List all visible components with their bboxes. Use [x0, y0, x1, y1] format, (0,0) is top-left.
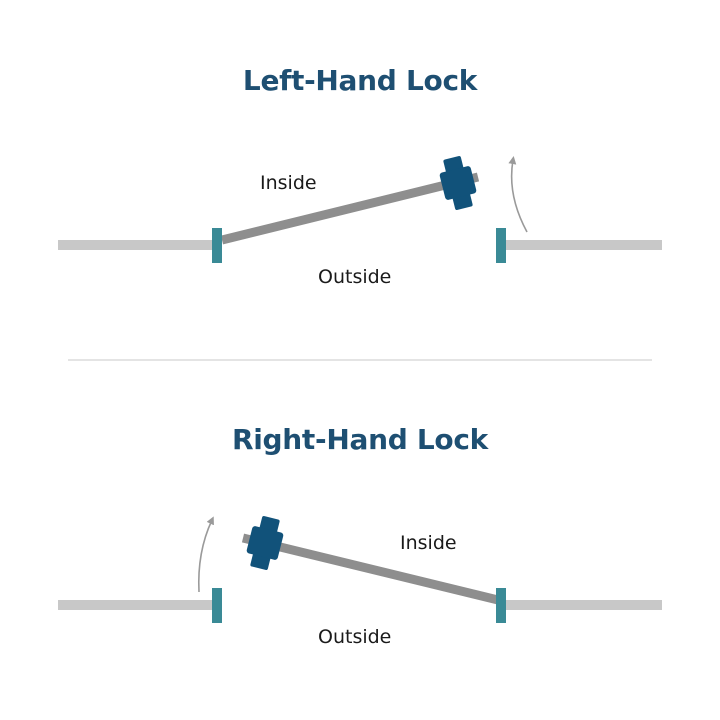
strike-frame	[496, 228, 506, 263]
right-wall-segment	[502, 600, 662, 610]
right-hand-diagram	[58, 516, 662, 623]
swing-arrow-icon	[508, 156, 528, 233]
swing-arrow-icon	[197, 516, 214, 593]
strike-frame	[212, 588, 222, 623]
door-panel	[220, 172, 480, 245]
door-handle-icon	[246, 516, 284, 570]
left-inside-label: Inside	[260, 172, 317, 194]
right-outside-label: Outside	[318, 626, 392, 648]
left-wall-segment	[58, 600, 218, 610]
hinge-frame	[212, 228, 222, 263]
left-outside-label: Outside	[318, 266, 392, 288]
right-hand-lock-title: Right-Hand Lock	[232, 423, 488, 456]
door-panel	[241, 533, 500, 605]
left-hand-lock-title: Left-Hand Lock	[242, 64, 478, 97]
door-handle-icon	[439, 156, 477, 210]
left-hand-diagram	[58, 156, 662, 263]
left-wall-segment	[58, 240, 218, 250]
hinge-frame	[496, 588, 506, 623]
right-inside-label: Inside	[400, 532, 457, 554]
right-wall-segment	[500, 240, 662, 250]
